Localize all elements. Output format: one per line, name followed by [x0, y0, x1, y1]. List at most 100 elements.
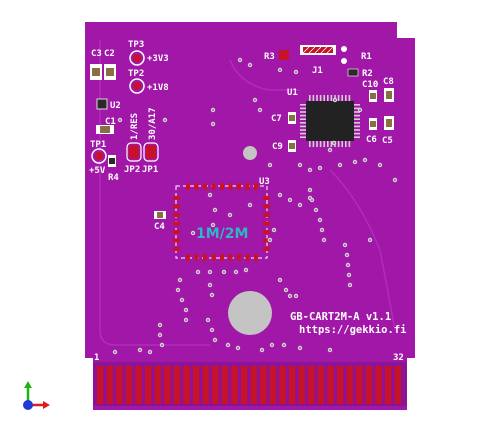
u1-pin	[354, 111, 360, 113]
resistor-r1	[341, 46, 347, 64]
via-drill	[197, 271, 199, 273]
label-jp1: JP1	[142, 165, 158, 175]
u1-pin	[300, 118, 306, 120]
u3-pad	[173, 221, 180, 226]
via-drill	[212, 109, 214, 111]
u1-pin	[354, 114, 360, 117]
u3-pad	[245, 254, 250, 261]
u3-pad	[173, 196, 180, 200]
resistor-r3	[279, 50, 289, 60]
via-drill	[346, 254, 348, 256]
via-drill	[309, 169, 311, 171]
capacitor-c4	[154, 211, 166, 219]
via-drill	[379, 164, 381, 166]
label-c8: C8	[383, 77, 394, 87]
via-drill	[394, 179, 396, 181]
u3-pad	[173, 230, 180, 234]
via-drill	[235, 271, 237, 273]
u3-pad	[203, 254, 207, 261]
ic-u2	[96, 98, 108, 110]
via-drill	[227, 344, 229, 346]
u3-pad	[173, 238, 180, 243]
u1-pin	[300, 132, 306, 135]
label-c9: C9	[272, 142, 283, 152]
u1-pin	[316, 141, 318, 147]
via-drill	[212, 123, 214, 125]
connector-finger	[116, 366, 123, 404]
label-chip: 1M/2M	[196, 226, 248, 242]
connector-finger	[97, 366, 104, 404]
via-drill	[249, 64, 251, 66]
u3-pad	[173, 204, 180, 209]
label-c3: C3	[91, 49, 102, 59]
u3-pad	[254, 254, 258, 261]
via-drill	[159, 334, 161, 336]
via-drill	[334, 99, 336, 101]
label-r4: R4	[108, 173, 119, 183]
via-drill	[289, 199, 291, 201]
label-tp1: TP1	[90, 140, 106, 150]
label-c6: C6	[366, 135, 377, 145]
via-drill	[289, 295, 291, 297]
mounting-hole-large	[228, 291, 272, 335]
via-drill	[185, 319, 187, 321]
label-c4: C4	[154, 222, 165, 232]
capacitor-c10	[369, 90, 377, 102]
u1-pin	[323, 95, 325, 101]
via-drill	[179, 279, 181, 281]
connector-finger	[125, 366, 133, 404]
connector-j1	[300, 45, 336, 55]
u1-pin	[354, 125, 360, 128]
via-drill	[279, 69, 281, 71]
u3-pad	[211, 254, 216, 261]
via-drill	[211, 329, 213, 331]
via-drill	[164, 119, 166, 121]
jumper-jp1	[143, 142, 159, 162]
via-drill	[229, 214, 231, 216]
via-drill	[212, 224, 214, 226]
via-drill	[311, 199, 313, 201]
resistor-r4	[108, 155, 116, 167]
connector-finger	[327, 366, 334, 404]
via-drill	[329, 349, 331, 351]
label-pin1: 1	[94, 353, 99, 363]
via-drill	[159, 324, 161, 326]
u3-pad	[173, 247, 180, 251]
connector-finger	[106, 366, 113, 404]
jumper-jp2	[126, 142, 142, 162]
via-drill	[269, 164, 271, 166]
via-drill	[369, 239, 371, 241]
via-drill	[347, 264, 349, 266]
via-drill	[239, 59, 241, 61]
silkscreen-labels: C3 C2 TP3 +3V3 TP2 +1V8 U2 C1 TP1 +5V R4…	[89, 40, 406, 363]
via-drill	[354, 161, 356, 163]
via-drill	[259, 109, 261, 111]
u1-pin	[354, 118, 360, 120]
axis-gizmo	[23, 381, 50, 410]
u3-pad	[254, 183, 258, 190]
via-drill	[279, 279, 281, 281]
testpoint-tp3	[129, 50, 145, 66]
connector-finger	[241, 366, 248, 404]
via-drill	[119, 119, 121, 121]
connector-finger	[289, 366, 296, 404]
connector-finger	[356, 366, 363, 404]
connector-finger	[269, 366, 277, 404]
capacitor-c7	[288, 112, 296, 124]
label-c5: C5	[382, 136, 393, 146]
via-drill	[214, 339, 216, 341]
testpoint-tp1	[91, 148, 107, 164]
u1-pin	[348, 141, 351, 147]
via-drill	[364, 159, 366, 161]
via-drill	[309, 197, 311, 199]
via-drill	[348, 274, 350, 276]
u3-pad	[263, 238, 270, 243]
label-c7: C7	[271, 114, 282, 124]
u1-pin	[354, 104, 360, 106]
connector-finger	[173, 366, 181, 404]
via-drill	[321, 229, 323, 231]
label-r3: R3	[264, 52, 275, 62]
connector-finger	[231, 366, 238, 404]
label-r1: R1	[361, 52, 372, 62]
